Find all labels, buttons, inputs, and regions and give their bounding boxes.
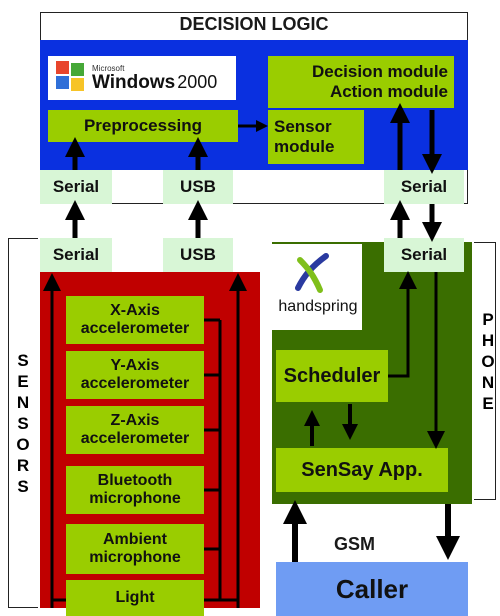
- sensors-bracket: [8, 238, 38, 608]
- phone-side-label: P H O N E: [481, 309, 495, 413]
- sensay-app-label: SenSay App.: [301, 458, 423, 481]
- scheduler-box: Scheduler: [276, 350, 388, 402]
- scheduler-label: Scheduler: [283, 364, 381, 387]
- caller-label: Caller: [335, 573, 409, 604]
- sensors-side-label: S E N S O R S: [16, 350, 30, 496]
- decision-action-box: Decision module Action module: [268, 56, 454, 108]
- handspring-mark-icon: [295, 253, 329, 293]
- sensor-light: Light: [66, 580, 204, 616]
- handspring-logo-text: handspring: [278, 298, 358, 315]
- pc-serial-right-port: Serial: [384, 170, 464, 204]
- sensor-serial-port: Serial: [40, 238, 112, 272]
- decision-logic-title: DECISION LOGIC: [179, 14, 329, 34]
- caller-box: Caller: [276, 562, 468, 616]
- windows-logo-brand: Microsoft: [92, 64, 125, 73]
- sensay-app-box: SenSay App.: [276, 448, 448, 492]
- windows-logo-version: 2000: [177, 72, 218, 92]
- windows-flag-icon: [56, 61, 86, 93]
- preprocessing-box: Preprocessing: [48, 110, 238, 142]
- preprocessing-label: Preprocessing: [83, 116, 203, 136]
- sensor-usb-port: USB: [163, 238, 233, 272]
- sensor-module-line1: Sensor: [274, 117, 332, 137]
- action-module-label: Action module: [329, 82, 448, 101]
- pc-usb-port: USB: [163, 170, 233, 204]
- phone-bracket: [474, 242, 496, 500]
- decision-module-label: Decision module: [311, 62, 448, 82]
- scheduler-to-serial-line: [388, 271, 417, 378]
- windows-logo-word: Windows: [92, 72, 176, 93]
- sensor-module-box: Sensor module: [268, 110, 364, 164]
- pc-serial-left-port: Serial: [40, 170, 112, 204]
- phone-serial-port: Serial: [384, 238, 464, 272]
- sensor-module-line2: module: [274, 137, 335, 156]
- handspring-logo: handspring: [272, 244, 362, 330]
- gsm-label: GSM: [334, 534, 376, 554]
